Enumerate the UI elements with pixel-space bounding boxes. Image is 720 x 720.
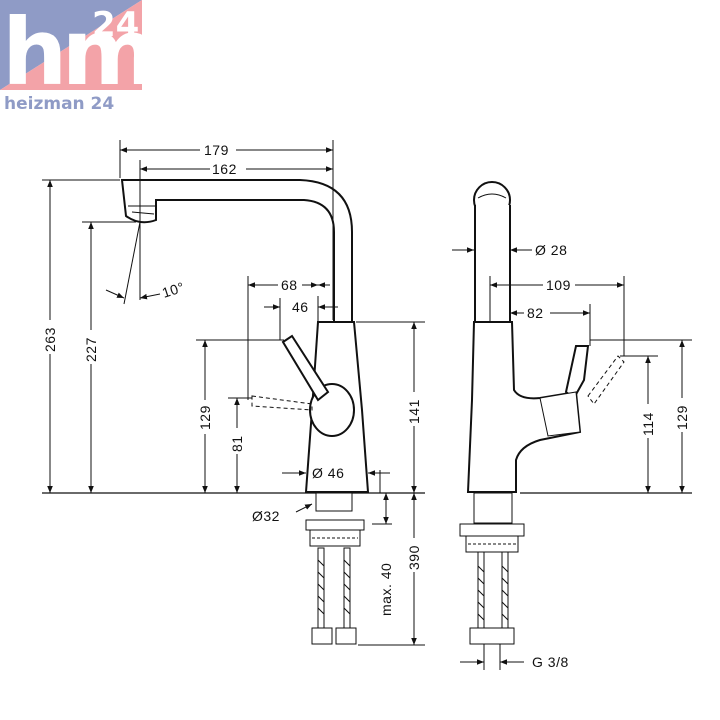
side-column xyxy=(474,205,511,323)
dim-angle-10: 10° xyxy=(160,279,187,301)
dim-390: 390 xyxy=(406,545,422,570)
lever-up xyxy=(281,334,330,402)
dim-max-40: max. 40 xyxy=(378,563,394,616)
side-view: Ø 28 109 82 114 129 xyxy=(452,181,692,670)
dim-82: 82 xyxy=(527,305,544,321)
dim-227: 227 xyxy=(83,337,99,362)
dim-diam-28: Ø 28 xyxy=(535,242,567,258)
logo-big-text: hm xyxy=(2,0,142,106)
logo-badge: 24 xyxy=(92,5,139,45)
logo-sub-text: heizman 24 xyxy=(4,94,114,113)
dim-diam-32: Ø32 xyxy=(252,508,280,524)
spout xyxy=(120,179,353,323)
dim-263: 263 xyxy=(42,327,58,352)
side-lever-up xyxy=(564,345,590,400)
side-body xyxy=(466,321,582,493)
mounting-parts-right xyxy=(459,492,525,645)
dim-109: 109 xyxy=(546,277,571,293)
dim-162: 162 xyxy=(212,161,237,177)
dim-129-left: 129 xyxy=(197,405,213,430)
mounting-parts-left xyxy=(305,492,365,645)
lever-down xyxy=(251,395,313,411)
dim-114: 114 xyxy=(640,412,656,436)
dim-46: 46 xyxy=(292,299,309,315)
front-view: 179 162 10° 263 227 xyxy=(42,140,425,646)
dim-179: 179 xyxy=(204,142,229,158)
dim-g-3-8: G 3/8 xyxy=(532,654,569,670)
dim-81: 81 xyxy=(229,435,245,452)
side-lever-down xyxy=(587,355,625,405)
dim-129-right: 129 xyxy=(674,405,690,430)
dim-141: 141 xyxy=(406,399,422,424)
heizman24-logo: hm 24 heizman 24 xyxy=(0,0,142,113)
dim-68: 68 xyxy=(281,277,298,293)
logo-pink-area xyxy=(0,0,142,90)
dim-diam-46: Ø 46 xyxy=(312,465,344,481)
